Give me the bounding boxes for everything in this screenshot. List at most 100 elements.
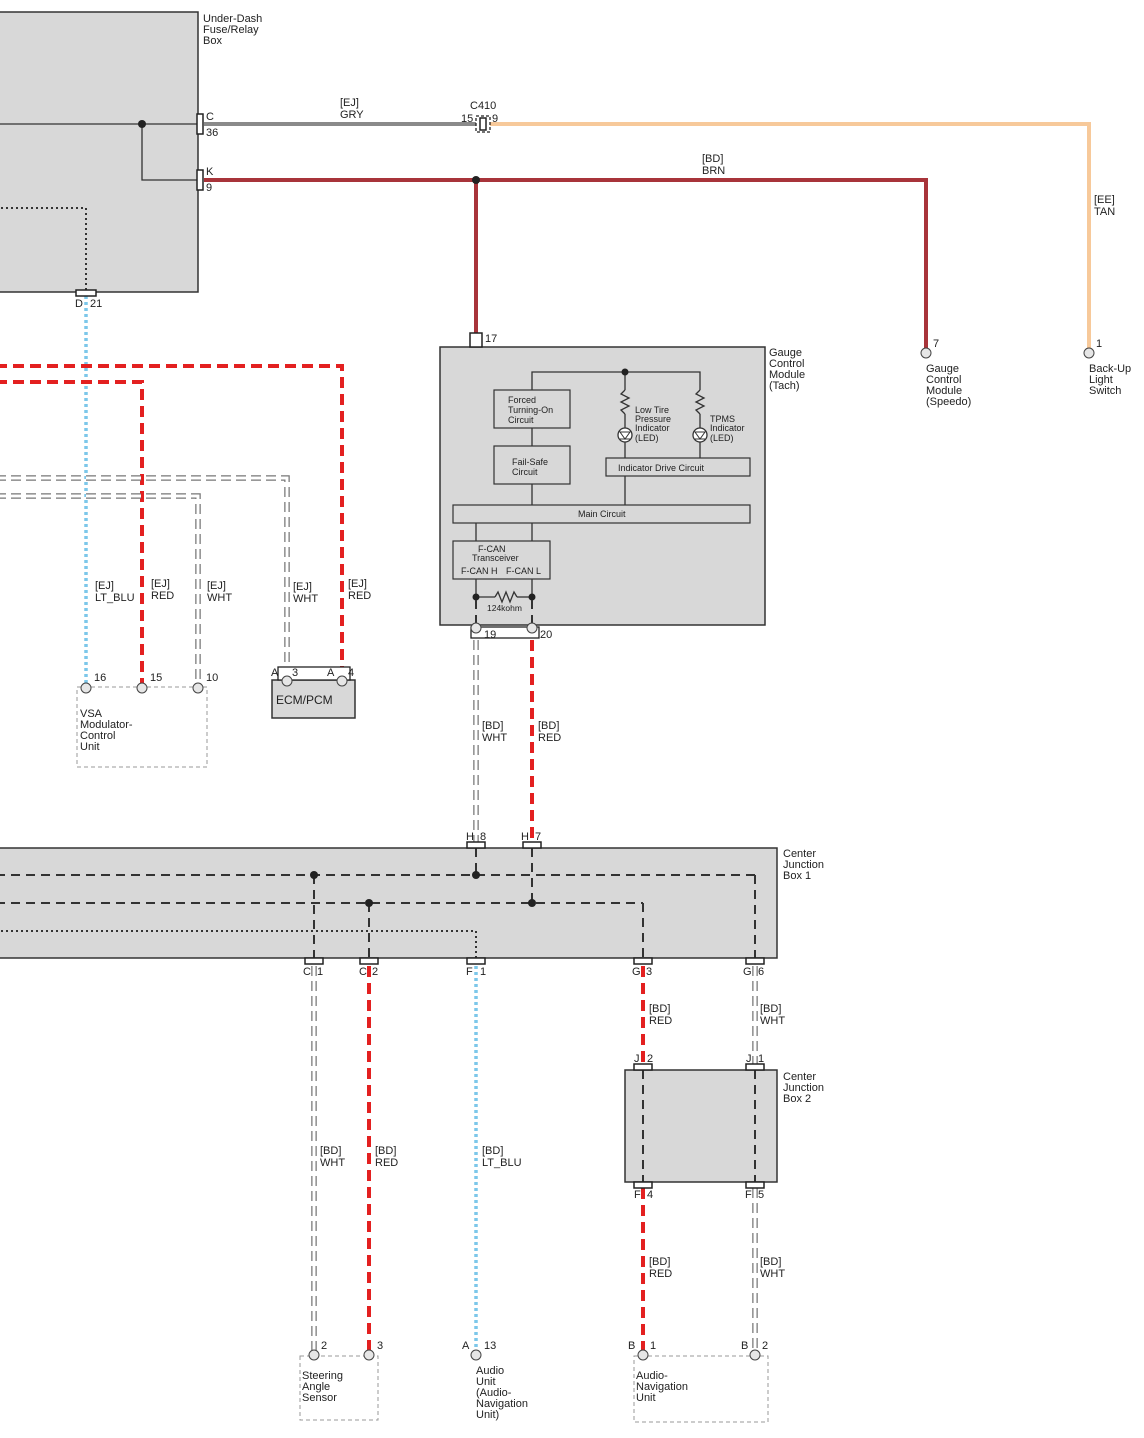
svg-text:A: A [271,667,279,679]
pin-labels: C 36 K 9 D 21 C410 15 9 17 19 20 7 1 16 … [75,100,1102,1352]
svg-text:1: 1 [317,966,323,978]
center-junction-box-2[interactable] [624,1069,778,1183]
terminals [80,347,1095,1361]
svg-text:2: 2 [321,1340,327,1352]
svg-text:7: 7 [535,831,541,843]
gcm-internals [452,368,751,627]
backup-switch-label: Back-Up Light Switch [1089,363,1134,397]
svg-text:2: 2 [372,966,378,978]
fuse-box-label: Under-Dash Fuse/Relay Box [203,13,265,47]
audio-nav-label: Audio- Navigation Unit [636,1370,691,1404]
svg-text:8: 8 [480,831,486,843]
svg-text:3: 3 [377,1340,383,1352]
svg-text:16: 16 [94,672,106,684]
svg-text:A: A [462,1340,470,1352]
vsa-label: VSA Modulator- Control Unit [80,708,136,753]
svg-text:15: 15 [461,113,473,125]
main-circuit-label: Main Circuit [578,509,626,519]
svg-text:20: 20 [540,629,552,641]
svg-text:3: 3 [646,966,652,978]
vsa-red-wire-label: [EJ]RED [151,578,174,602]
indicator-drive-label: Indicator Drive Circuit [618,463,705,473]
svg-text:9: 9 [492,113,498,125]
ecm-red-wire-label: [EJ]RED [348,578,371,602]
svg-text:H: H [521,831,529,843]
svg-text:F: F [745,1189,752,1201]
fcan-l-label: F-CAN L [506,566,541,576]
svg-text:F: F [466,966,473,978]
cjb2-red-wire-label: [BD]RED [649,1003,672,1027]
wire-vsa-wht [0,493,201,684]
under-dash-fuse-box[interactable] [0,11,199,293]
nav-wht-wire-label: [BD]WHT [760,1256,785,1280]
tan-wire-label: [EE]TAN [1094,194,1115,218]
svg-text:10: 10 [206,672,218,684]
svg-text:G: G [632,966,641,978]
gauge-speedo-label: Gauge Control Module (Speedo) [926,363,971,408]
svg-text:17: 17 [485,333,497,345]
failsafe-circuit-label: Fail-Safe Circuit [512,457,551,477]
svg-text:C: C [359,966,367,978]
svg-text:6: 6 [758,966,764,978]
svg-text:J: J [634,1053,640,1065]
audio-navigation-unit-box[interactable] [633,1355,769,1423]
svg-text:A: A [327,667,335,679]
svg-text:H: H [466,831,474,843]
ecm-wht-wire-label: [EJ]WHT [293,581,318,605]
vsa-blu-wire-label: [EJ]LT_BLU [95,580,135,604]
wire-ee-tan [490,122,1091,350]
tpms-indicator-label: TPMS Indicator (LED) [710,414,747,443]
gry-wire-label: [EJ]GRY [340,97,364,121]
resistor-label: 124kohm [487,603,522,613]
svg-text:15: 15 [150,672,162,684]
svg-text:1: 1 [480,966,486,978]
svg-text:1: 1 [1096,338,1102,350]
forced-circuit-label: Forced Turning-On Circuit [508,395,556,425]
fcan-h-label: F-CAN H [461,566,498,576]
cjb2-wht-wire-label: [BD]WHT [760,1003,785,1027]
low-tire-indicator-label: Low Tire Pressure Indicator (LED) [635,405,674,443]
brn-wire-label: [BD]BRN [702,153,725,177]
vsa-modulator-box[interactable] [76,686,208,768]
svg-text:2: 2 [647,1053,653,1065]
wire-ecm-wht [0,475,290,670]
wire-ecm-red [0,364,344,670]
cjb1-label: Center Junction Box 1 [783,848,827,882]
steering-angle-sensor-box[interactable] [299,1355,379,1421]
svg-text:5: 5 [758,1189,764,1201]
audio-blu-wire-label: [BD]LT_BLU [482,1145,522,1169]
cjb2-internal [642,1070,756,1182]
svg-text:C: C [206,111,214,123]
svg-text:3: 3 [292,667,298,679]
wire-bd-brn [204,176,928,350]
svg-text:D: D [75,298,83,310]
svg-text:9: 9 [206,182,212,194]
svg-text:B: B [741,1340,748,1352]
svg-text:7: 7 [933,338,939,350]
steering-label: Steering Angle Sensor [302,1370,346,1404]
audio-unit-label: Audio Unit (Audio- Navigation Unit) [476,1365,531,1421]
gauge-control-module-tach[interactable] [439,346,766,626]
gauge-tach-label: Gauge Control Module (Tach) [769,347,808,392]
svg-text:2: 2 [762,1340,768,1352]
svg-text:B: B [628,1340,635,1352]
svg-text:C: C [303,966,311,978]
wire-vsa-red [0,380,144,684]
svg-text:4: 4 [647,1189,653,1201]
svg-text:F: F [634,1189,641,1201]
svg-text:1: 1 [758,1053,764,1065]
svg-text:4: 4 [348,667,354,679]
cjb1-internal [0,848,756,960]
sas-wht-wire-label: [BD]WHT [320,1145,345,1169]
svg-text:36: 36 [206,127,218,139]
cjb2-label: Center Junction Box 2 [783,1071,827,1105]
ecm-label: ECM/PCM [276,693,333,707]
svg-text:K: K [206,166,214,178]
fcan-transceiver-label: F-CAN Transceiver [472,544,519,563]
svg-text:21: 21 [90,298,102,310]
svg-text:C410: C410 [470,100,496,112]
svg-text:19: 19 [484,629,496,641]
svg-text:1: 1 [650,1340,656,1352]
svg-text:J: J [746,1053,752,1065]
